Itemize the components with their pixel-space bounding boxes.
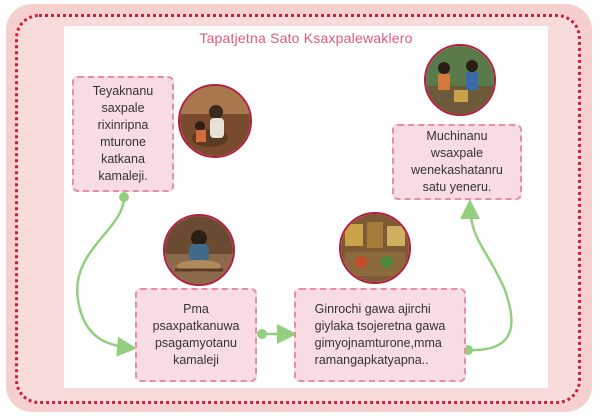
connector-dot-1 bbox=[119, 192, 129, 202]
step-4-box: Muchinanu wsaxpale wenekashatanru satu y… bbox=[392, 124, 522, 200]
step-2-box: Pma psaxpatkanuwa psagamyotanu kamaleji bbox=[135, 288, 257, 382]
step3-photo-icon bbox=[339, 212, 411, 284]
connector-3-4 bbox=[460, 199, 513, 352]
step-1-box: Teyaknanu saxpale rixinripna mturone kat… bbox=[72, 76, 174, 192]
connector-1-2 bbox=[75, 196, 137, 357]
diagram-title: Tapatjetna Sato Ksaxpalewaklero bbox=[199, 30, 413, 46]
step1-photo-icon bbox=[178, 84, 252, 158]
step4-photo-icon bbox=[424, 44, 496, 116]
step2-photo-icon bbox=[163, 214, 235, 286]
connector-dot-2 bbox=[257, 329, 267, 339]
step-3-box: Ginrochi gawa ajirchi giylaka tsojeretna… bbox=[294, 288, 466, 382]
